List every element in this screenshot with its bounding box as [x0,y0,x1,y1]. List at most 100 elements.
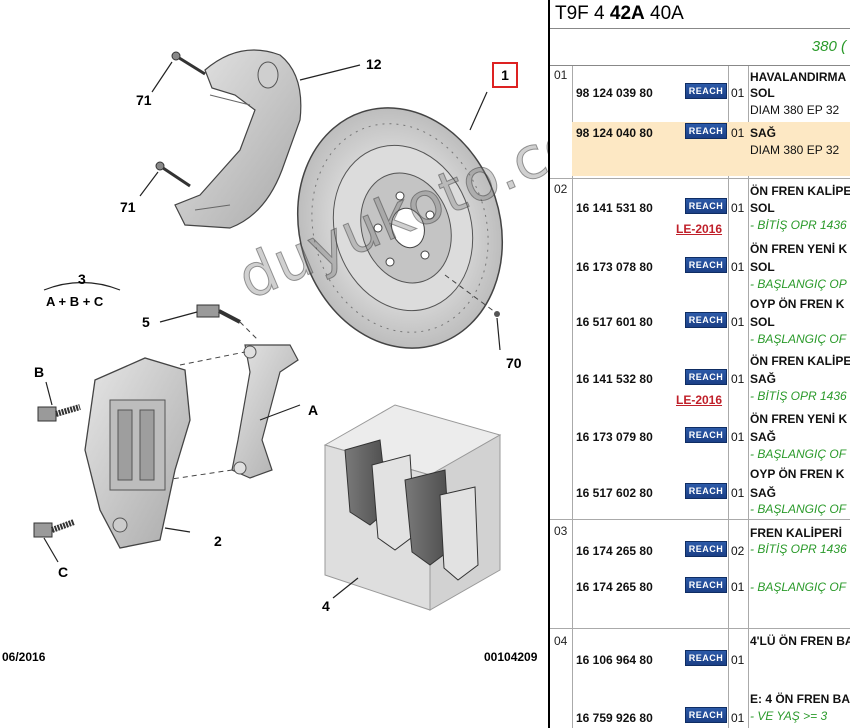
bolt-71-lower [155,161,191,188]
description-note: - BİTİŞ OPR 1436 [750,218,847,232]
description-note: - BİTİŞ OPR 1436 [750,542,847,556]
description-side: SOL [750,260,775,274]
group-number-03: 03 [554,524,568,538]
reach-badge[interactable]: REACH [685,198,727,214]
reach-badge[interactable]: REACH [685,707,727,723]
diagram-date: 06/2016 [2,650,46,664]
group-number-02: 02 [554,182,568,196]
callout-5[interactable]: 5 [142,314,150,330]
brake-caliper-part [84,357,191,549]
callout-c[interactable]: C [58,564,69,580]
callout-71-lower[interactable]: 71 [120,199,136,215]
quantity: 01 [731,260,745,274]
diagram-code: 00104209 [484,650,538,664]
le-link[interactable]: LE-2016 [676,222,723,236]
reach-badge[interactable]: REACH [685,123,727,139]
callout-4[interactable]: 4 [322,598,330,614]
description-title: ÖN FREN YENİ K [750,412,848,426]
brake-disc-part [296,107,504,349]
description-title: OYP ÖN FREN K [750,467,845,481]
description-title: ÖN FREN YENİ K [750,242,848,256]
description-note: - VE YAŞ >= 3 [750,709,828,723]
description-title: ÖN FREN KALİPE [750,354,850,368]
reach-badge[interactable]: REACH [685,83,727,99]
quantity: 01 [731,315,745,329]
callout-12[interactable]: 12 [366,56,382,72]
description-title: ÖN FREN KALİPE [750,184,850,198]
callout-2[interactable]: 2 [214,533,222,549]
description-note: - BAŞLANGIÇ OF [750,580,847,594]
description-note: - BAŞLANGIÇ OF [750,332,847,346]
description-side: SAĞ [750,126,777,140]
description-title: 4'LÜ ÖN FREN BA [750,634,850,648]
quantity: 01 [731,711,745,725]
callout-3[interactable]: 3 [78,271,86,287]
part-number[interactable]: 16 106 964 80 [576,653,653,667]
part-number[interactable]: 16 759 926 80 [576,711,653,725]
bolt-71-top [171,51,206,76]
part-number[interactable]: 98 124 039 80 [576,86,653,100]
model-code: T9F 4 42A 40A [555,3,684,25]
callout-1[interactable]: 1 [492,62,518,88]
part-number[interactable]: 16 141 532 80 [576,372,653,386]
bolt-b [37,404,81,422]
group-divider-3 [550,628,850,629]
quantity: 01 [731,201,745,215]
col-divider-3 [748,66,749,728]
reach-badge[interactable]: REACH [685,427,727,443]
bolt-c [33,519,76,538]
model-code-pre: T9F 4 [555,3,610,24]
parts-table: T9F 4 42A 40A 380 ( 01 98 124 039 80 REA… [548,0,850,728]
callout-a[interactable]: A [308,402,319,418]
group-divider-2 [550,519,850,520]
reach-badge[interactable]: REACH [685,483,727,499]
callout-70[interactable]: 70 [506,355,522,371]
callout-3-formula: A + B + C [46,294,104,309]
disc-size-label: 380 ( [811,38,846,55]
le-link[interactable]: LE-2016 [676,393,723,407]
quantity: 01 [731,653,745,667]
part-number[interactable]: 16 173 079 80 [576,430,653,444]
part-number[interactable]: 16 517 601 80 [576,315,653,329]
description-note: - BAŞLANGIÇ OF [750,502,847,516]
description-side: SAĞ [750,486,777,500]
part-number[interactable]: 16 517 602 80 [576,486,653,500]
description-title: FREN KALİPERİ [750,526,843,540]
quantity: 02 [731,544,745,558]
part-number[interactable]: 16 141 531 80 [576,201,653,215]
model-code-bold: 42A [609,3,645,24]
quantity: 01 [731,430,745,444]
quantity: 01 [731,86,745,100]
description-detail: DIAM 380 EP 32 [750,103,840,117]
part-number[interactable]: 16 174 265 80 [576,544,653,558]
leader-lines [43,61,501,599]
brake-pads-box [323,404,502,611]
reach-badge[interactable]: REACH [685,369,727,385]
model-code-post: 40A [644,3,684,24]
part-number[interactable]: 16 174 265 80 [576,580,653,594]
reach-badge[interactable]: REACH [685,577,727,593]
screw-70 [444,274,500,317]
reach-badge[interactable]: REACH [685,650,727,666]
part-number[interactable]: 16 173 078 80 [576,260,653,274]
exploded-parts-diagram: 1 12 71 71 3 A + B + C 5 B A 2 C 4 70 06… [2,49,548,664]
description-note: - BAŞLANGIÇ OF [750,447,847,461]
callout-71-top[interactable]: 71 [136,92,152,108]
reach-badge[interactable]: REACH [685,312,727,328]
reach-badge[interactable]: REACH [685,257,727,273]
table-header: T9F 4 42A 40A [550,0,850,29]
bolt-5 [196,304,259,341]
caliper-bracket-part [231,344,299,479]
description-detail: DIAM 380 EP 32 [750,143,840,157]
description-title: OYP ÖN FREN K [750,297,845,311]
reach-badge[interactable]: REACH [685,541,727,557]
quantity: 01 [731,580,745,594]
group-divider-1 [550,178,850,179]
callout-b[interactable]: B [34,364,45,380]
description-side: SOL [750,201,775,215]
description-note: - BİTİŞ OPR 1436 [750,389,847,403]
group-number-01: 01 [554,68,568,82]
quantity: 01 [731,486,745,500]
col-divider-2 [728,66,729,728]
part-number[interactable]: 98 124 040 80 [576,126,653,140]
